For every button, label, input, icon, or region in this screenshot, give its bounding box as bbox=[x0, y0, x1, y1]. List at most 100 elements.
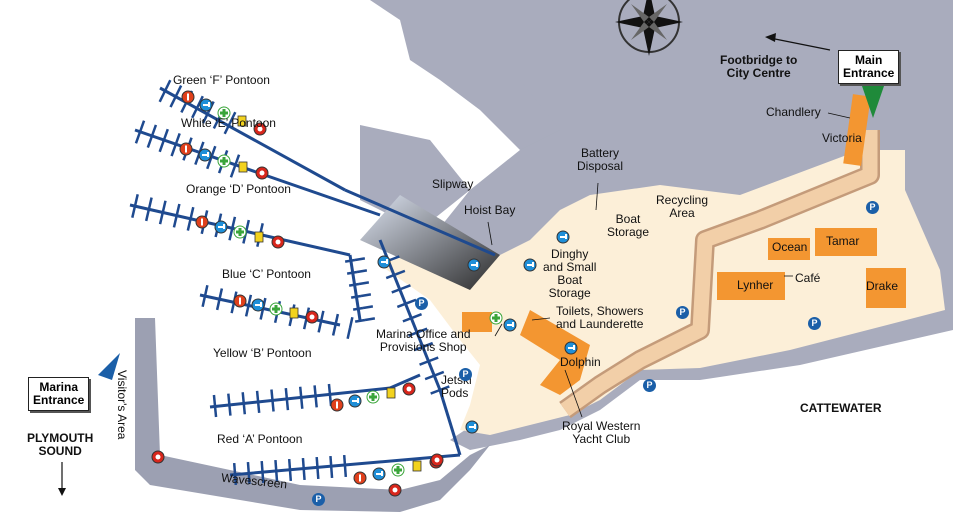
pontoon-finger bbox=[215, 298, 221, 311]
pontoon-finger bbox=[327, 383, 332, 396]
label-white-e-pontoon: White ‘E’ Pontoon bbox=[181, 116, 276, 130]
bin-icon bbox=[254, 231, 264, 243]
pontoon-finger bbox=[334, 313, 340, 326]
parking-icon: P bbox=[312, 493, 325, 506]
pontoon-finger bbox=[424, 374, 435, 381]
pontoon-finger bbox=[223, 122, 232, 135]
label-drake: Drake bbox=[866, 279, 899, 293]
pontoon-finger bbox=[298, 386, 303, 398]
pontoon-finger bbox=[342, 454, 347, 467]
first-aid-icon bbox=[269, 302, 283, 316]
pontoon-finger bbox=[133, 194, 139, 207]
lifebuoy-icon bbox=[430, 453, 444, 467]
pontoon-finger bbox=[233, 473, 238, 486]
pontoon-finger bbox=[233, 154, 241, 167]
tap-icon bbox=[503, 318, 517, 332]
access-road-fill bbox=[560, 130, 878, 417]
pontoon-finger bbox=[302, 468, 306, 481]
fuel-icon bbox=[330, 398, 344, 412]
pontoon-finger bbox=[158, 140, 165, 153]
pontoon-finger bbox=[417, 327, 428, 334]
pontoon-finger bbox=[331, 324, 337, 336]
pontoon-finger bbox=[271, 400, 275, 412]
marina-land bbox=[380, 150, 945, 435]
pontoon-finger bbox=[270, 389, 274, 401]
pontoon-finger bbox=[230, 302, 236, 314]
land-pier-upper bbox=[400, 20, 560, 150]
pontoon-finger bbox=[242, 403, 247, 415]
lifebuoy-icon bbox=[388, 483, 402, 497]
pontoon-finger bbox=[169, 95, 177, 108]
pontoon-finger bbox=[313, 385, 317, 397]
pontoon-finger bbox=[131, 205, 137, 218]
label-cattewater: CATTEWATER bbox=[800, 401, 882, 415]
pontoon-finger bbox=[150, 124, 158, 137]
pontoon-finger bbox=[228, 111, 237, 124]
pontoon-finger bbox=[348, 282, 360, 287]
label-hoist-bay: Hoist Bay bbox=[464, 203, 516, 217]
bin-icon bbox=[237, 115, 247, 127]
pontoon-finger bbox=[261, 471, 265, 484]
pontoon-finger bbox=[315, 456, 319, 469]
pontoon-finger bbox=[247, 472, 251, 485]
slipway bbox=[360, 195, 500, 290]
pontoon-finger bbox=[163, 79, 172, 92]
pontoon-finger bbox=[191, 106, 199, 119]
marina-entrance-marker bbox=[98, 353, 120, 380]
pontoon-finger bbox=[186, 218, 192, 231]
pontoon-finger bbox=[396, 302, 408, 309]
pontoon-finger bbox=[212, 117, 221, 129]
lifebuoy-icon bbox=[255, 166, 269, 180]
pontoon-finger bbox=[162, 128, 169, 141]
pontoon-finger bbox=[433, 370, 445, 377]
tap-icon bbox=[467, 258, 481, 272]
lifebuoy-icon bbox=[253, 122, 267, 136]
main-entrance-marker bbox=[862, 86, 884, 118]
compass-rose-icon bbox=[615, 0, 683, 56]
footbridge-arrow bbox=[769, 37, 831, 51]
pontoon-finger bbox=[180, 101, 188, 113]
pontoon-finger bbox=[147, 197, 153, 210]
pontoon-finger bbox=[402, 316, 413, 323]
pontoon-finger bbox=[354, 257, 366, 262]
pontoon-finger bbox=[259, 308, 265, 320]
pontoon-finger bbox=[411, 313, 423, 319]
pontoon-finger bbox=[228, 404, 232, 416]
pontoon-finger bbox=[285, 399, 290, 411]
pontoon-finger bbox=[358, 281, 370, 286]
parking-icon: P bbox=[808, 317, 821, 330]
pontoon-finger bbox=[260, 460, 264, 473]
pontoon-finger bbox=[210, 145, 217, 158]
pontoon-finger bbox=[391, 287, 402, 294]
tap-icon bbox=[523, 258, 537, 272]
pontoon-finger bbox=[287, 458, 292, 471]
pontoon-finger bbox=[244, 219, 251, 233]
bin-icon bbox=[412, 460, 422, 472]
bin-icon bbox=[238, 161, 248, 173]
parking-icon: P bbox=[866, 201, 879, 214]
building-marina-office bbox=[462, 312, 492, 332]
pontoon-finger bbox=[406, 298, 417, 305]
lifebuoy-icon bbox=[271, 235, 285, 249]
pontoon-finger bbox=[317, 321, 323, 333]
tap-icon bbox=[199, 98, 213, 112]
pontoon-finger bbox=[244, 305, 250, 317]
pontoon-finger bbox=[385, 273, 397, 280]
bin-icon bbox=[289, 307, 299, 319]
pontoon-finger bbox=[395, 269, 406, 276]
building-ocean bbox=[768, 238, 810, 260]
label-green-f-pontoon: Green ‘F’ Pontoon bbox=[173, 73, 270, 87]
pontoon-finger bbox=[158, 212, 164, 225]
first-aid-icon bbox=[217, 154, 231, 168]
tap-icon bbox=[348, 394, 362, 408]
pontoon-finger bbox=[241, 392, 245, 404]
tap-icon bbox=[251, 298, 265, 312]
pontoon-finger bbox=[247, 294, 253, 306]
tap-icon bbox=[198, 148, 212, 162]
